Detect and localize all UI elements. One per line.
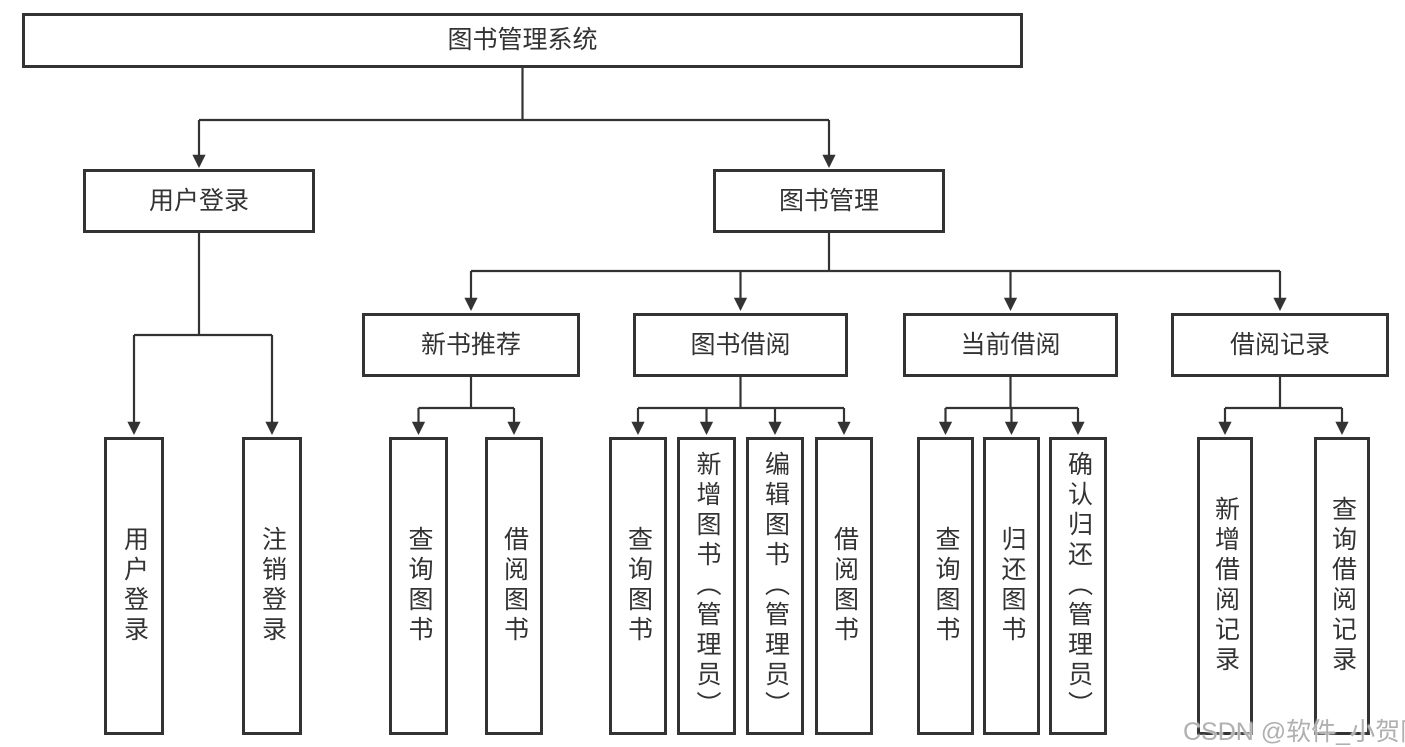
node-root: 图书管理系统 [22,13,1023,68]
leaf-return-book: 归还图书 [983,437,1040,735]
leaf-add-borrow-record: 新增借阅记录 [1197,437,1253,735]
leaf-query-books-current: 查询图书 [917,437,974,735]
leaf-borrow-books-recommend: 借阅图书 [485,437,543,735]
node-book-management: 图书管理 [713,169,945,233]
watermark: CSDN @软件_小贺同学 [1183,718,1405,746]
leaf-logout: 注销登录 [242,437,302,735]
leaf-query-books-recommend: 查询图书 [389,437,448,735]
leaf-edit-book-admin: 编辑图书（管理员） [746,437,804,735]
leaf-query-books-borrow: 查询图书 [609,437,667,735]
node-user-login: 用户登录 [83,169,315,233]
leaf-user-login: 用户登录 [104,437,164,735]
node-book-borrow: 图书借阅 [633,313,848,377]
leaf-confirm-return-admin: 确认归还（管理员） [1049,437,1107,735]
leaf-add-book-admin: 新增图书（管理员） [677,437,736,735]
leaf-borrow-books: 借阅图书 [815,437,873,735]
node-current-borrow: 当前借阅 [903,313,1118,377]
node-borrow-records: 借阅记录 [1171,313,1389,377]
leaf-query-borrow-record: 查询借阅记录 [1314,437,1370,735]
node-new-book-recommend: 新书推荐 [362,313,580,377]
